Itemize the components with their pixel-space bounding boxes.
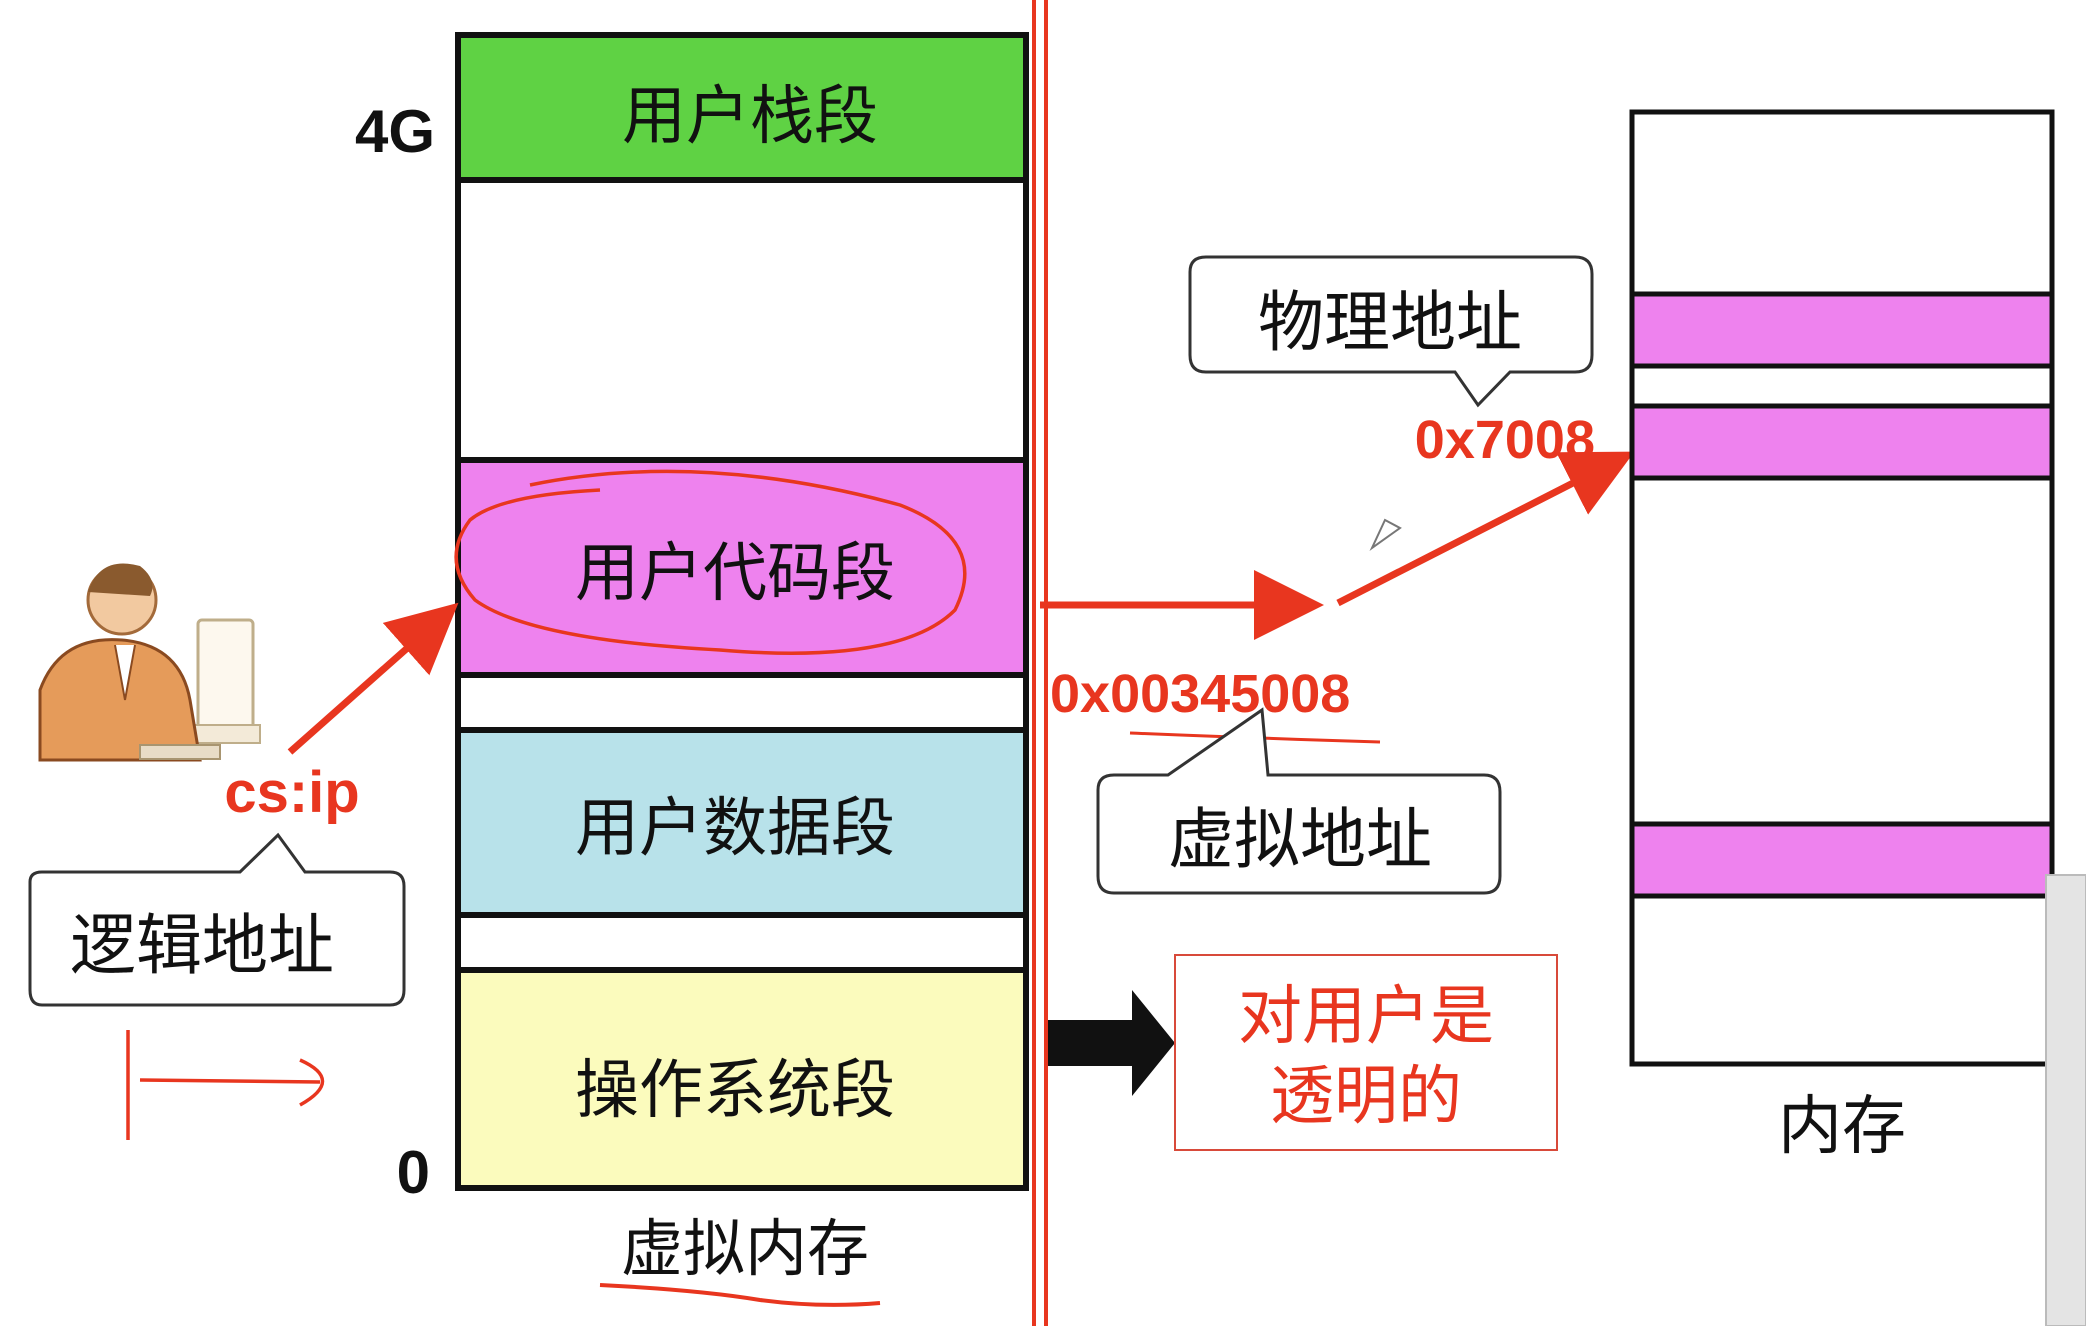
virtual-address-callout: 虚拟地址 [1096,707,1502,895]
divider-line [1032,0,1048,1326]
logical-address-label: 逻辑地址 [70,907,334,984]
address-label-0: 0 [397,1139,430,1206]
transparent-note-line2: 透明的 [1270,1060,1462,1134]
physical-address-callout: 物理地址 [1188,255,1594,408]
highlight-circle-annotation [454,469,967,655]
segment-user-code [455,457,1029,678]
segment-label-user-stack: 用户栈段 [622,80,878,154]
user-at-computer-icon [38,563,261,762]
phys-block-free-1 [1629,109,2055,297]
segment-gap-1 [455,177,1029,463]
segment-gap-3 [455,912,1029,973]
phys-block-used-2 [1629,403,2055,481]
physical-memory-stack [1629,109,2055,1067]
phys-block-free-4 [1629,893,2055,1067]
cs-ip-label: cs:ip [224,760,359,825]
phys-block-free-3 [1629,475,2055,827]
physical-address-label: 物理地址 [1258,284,1522,361]
segment-os [455,967,1029,1191]
phys-block-free-2 [1629,363,2055,409]
segment-label-user-data: 用户数据段 [575,792,895,866]
phys-block-used-1 [1629,291,2055,369]
segment-label-user-code: 用户代码段 [575,537,895,611]
segment-gap-2 [455,672,1029,733]
caption-underline-annotation [599,1283,881,1307]
virtual-address-label: 虚拟地址 [1168,801,1432,878]
physical-address-value: 0x7008 [1415,410,1595,470]
hand-drawn-arrow-annotation [126,1030,325,1140]
virtual-address-value: 0x00345008 [1050,664,1350,724]
transparent-note-box: 对用户是 透明的 [1174,954,1558,1151]
segment-user-data [455,727,1029,918]
pen-cursor-icon [1369,518,1402,552]
black-right-arrow-icon [1048,990,1175,1096]
address-label-4g: 4G [355,98,435,165]
arrow-csip-to-code-segment [287,602,459,755]
virtual-memory-stack: 用户栈段 用户代码段 用户数据段 操作系统段 [455,32,1029,1191]
segment-label-os: 操作系统段 [575,1054,895,1128]
virtual-memory-caption: 虚拟内存 [621,1212,869,1285]
right-edge-panel [2045,874,2086,1326]
arrow-to-physical-memory [1336,451,1635,607]
phys-block-used-3 [1629,821,2055,899]
logical-address-callout: 逻辑地址 [28,832,406,1007]
transparent-note-line1: 对用户是 [1238,980,1494,1054]
segment-user-stack [455,32,1029,183]
physical-memory-caption: 内存 [1778,1090,1906,1164]
